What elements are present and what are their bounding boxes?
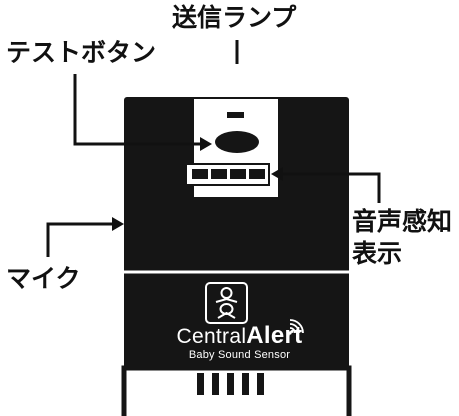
leader-sound-detect bbox=[274, 172, 381, 203]
brand-name-part2: Alert bbox=[246, 322, 303, 349]
arrow-mic bbox=[112, 217, 124, 231]
vent-slots bbox=[197, 373, 264, 395]
send-lamp bbox=[227, 112, 244, 118]
label-mic: マイク bbox=[6, 264, 81, 293]
label-sound-detect-line2: 表示 bbox=[352, 239, 403, 268]
leader-test-button bbox=[73, 74, 203, 146]
arrow-test-button bbox=[200, 137, 212, 151]
label-sound-detect-line1: 音声感知 bbox=[352, 207, 453, 236]
leader-lines bbox=[46, 40, 381, 257]
leader-arrowheads bbox=[112, 137, 283, 231]
label-send-lamp: 送信ランプ bbox=[172, 3, 297, 32]
device-body bbox=[124, 97, 349, 416]
baby-icon bbox=[205, 282, 248, 324]
arrow-sound-detect bbox=[271, 167, 283, 181]
wifi-icon bbox=[288, 319, 304, 335]
label-sound-detect: 音声感知 表示 bbox=[352, 206, 456, 270]
brand-logo: CentralAlert bbox=[137, 322, 342, 350]
leader-mic bbox=[46, 222, 114, 257]
brand-name-part1: Central bbox=[176, 325, 247, 348]
sound-indicator-segments bbox=[192, 169, 265, 179]
label-test-button: テストボタン bbox=[6, 38, 157, 67]
brand-subtitle: Baby Sound Sensor bbox=[188, 349, 291, 361]
test-button[interactable] bbox=[215, 131, 259, 153]
vent-panel bbox=[121, 365, 352, 416]
